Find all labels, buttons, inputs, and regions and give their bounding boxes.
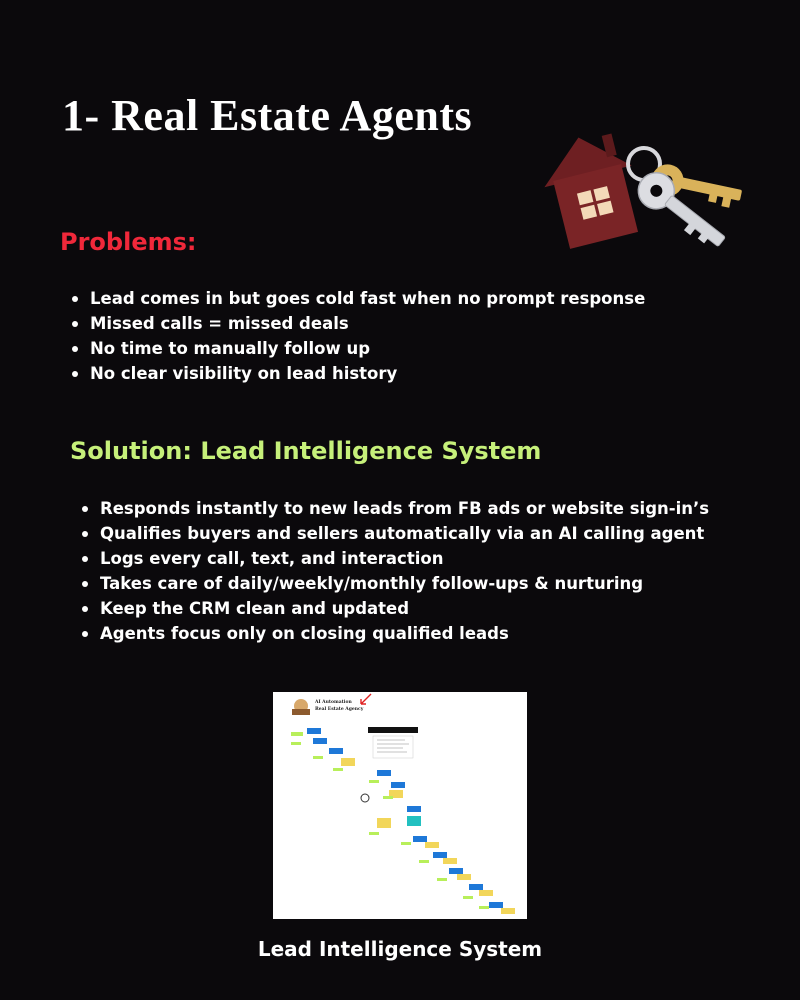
flow-node [449, 868, 463, 874]
solution-item: Responds instantly to new leads from FB … [80, 496, 709, 521]
flow-node [291, 732, 303, 736]
flow-node [407, 806, 421, 812]
flow-node [313, 738, 327, 744]
flow-label [419, 860, 429, 863]
solution-item: Logs every call, text, and interaction [80, 546, 709, 571]
problem-item: No time to manually follow up [70, 336, 645, 361]
flow-node [389, 790, 403, 798]
flow-node [391, 782, 405, 788]
diagram-caption: Lead Intelligence System [257, 937, 543, 961]
flow-label [369, 780, 379, 783]
flow-node [457, 874, 471, 880]
workflow-diagram-image: AI Automation Real Estate Agency [273, 692, 527, 919]
solution-item: Keep the CRM clean and updated [80, 596, 709, 621]
flow-node [501, 908, 515, 914]
solution-heading: Solution: Lead Intelligence System [70, 437, 542, 465]
flow-label [401, 842, 411, 845]
flow-label [369, 832, 379, 835]
flow-label [479, 906, 489, 909]
flow-node [479, 890, 493, 896]
flow-node [413, 836, 427, 842]
flow-node [469, 884, 483, 890]
problem-item: Missed calls = missed deals [70, 311, 645, 336]
problems-list: Lead comes in but goes cold fast when no… [70, 286, 645, 386]
flow-label [383, 796, 393, 799]
ai-agent-icon [360, 793, 370, 803]
flow-label [313, 756, 323, 759]
page-title: 1- Real Estate Agents [62, 91, 473, 140]
solution-item: Qualifies buyers and sellers automatical… [80, 521, 709, 546]
flow-node [433, 852, 447, 858]
problem-item: No clear visibility on lead history [70, 361, 645, 386]
agency-logo-icon [292, 699, 310, 715]
flow-node [407, 816, 421, 826]
house-keys-icon [544, 133, 742, 249]
flow-node [307, 728, 321, 734]
flow-label [333, 768, 343, 771]
flow-node [329, 748, 343, 754]
solution-list: Responds instantly to new leads from FB … [80, 496, 709, 646]
flow-node [377, 818, 391, 828]
red-arrow-icon [360, 693, 372, 705]
problem-item: Lead comes in but goes cold fast when no… [70, 286, 645, 311]
diagram-header-line1: AI Automation [314, 699, 352, 705]
solution-item: Agents focus only on closing qualified l… [80, 621, 709, 646]
diagram-header-line2: Real Estate Agency [315, 706, 364, 712]
flow-node [489, 902, 503, 908]
flow-node [425, 842, 439, 848]
flow-label [463, 896, 473, 899]
flow-node [377, 770, 391, 776]
flow-node [341, 758, 355, 766]
flow-label [437, 878, 447, 881]
problems-heading: Problems: [60, 228, 197, 256]
solution-item: Takes care of daily/weekly/monthly follo… [80, 571, 709, 596]
flow-node [443, 858, 457, 864]
flow-label [291, 742, 301, 745]
